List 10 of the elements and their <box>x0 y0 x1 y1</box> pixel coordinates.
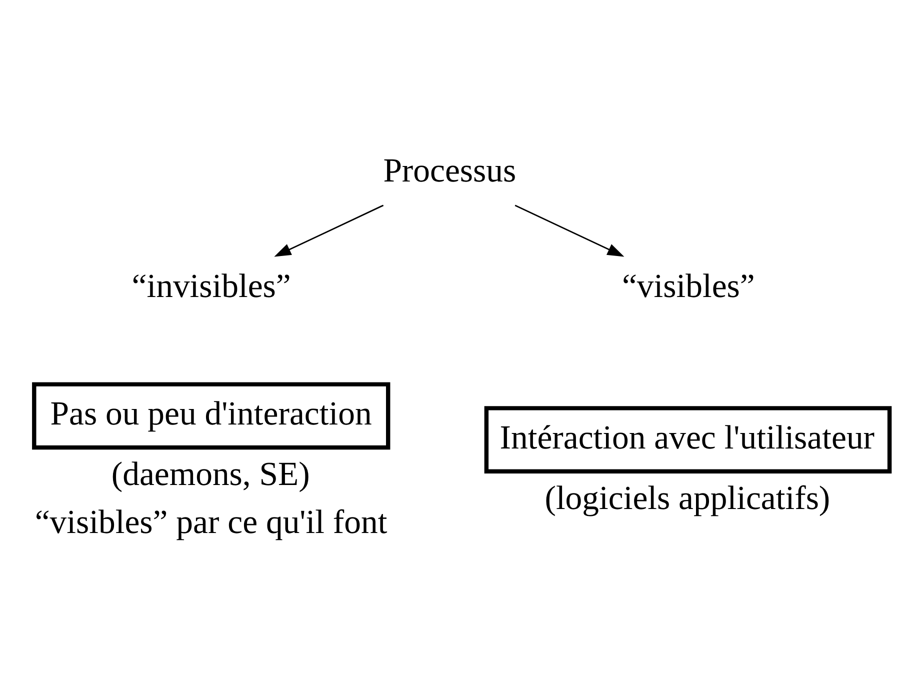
node-label: (daemons, SE) <box>111 456 310 493</box>
node-label: (logiciels applicatifs) <box>544 479 830 516</box>
arrow <box>274 204 384 256</box>
node-label: “visibles” par ce qu'il font <box>34 503 388 540</box>
node-text: Processus <box>383 152 516 190</box>
node-text: “invisibles” <box>132 267 291 304</box>
node-text: “visibles” <box>622 267 755 304</box>
node-box: Intéraction avec l'utilisateur <box>484 406 892 474</box>
arrow <box>514 204 624 256</box>
node-box: Pas ou peu d'interaction <box>32 382 390 450</box>
